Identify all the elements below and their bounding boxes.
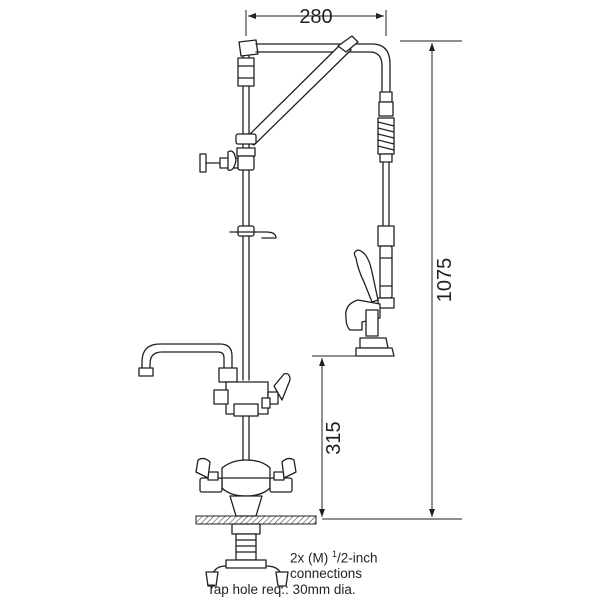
tap-hole-note: Tap hole req.: 30mm dia. <box>207 582 356 597</box>
pre-rinse-hose <box>377 91 395 309</box>
dimension-280-label: 280 <box>299 6 332 28</box>
dimension-315: 315 <box>312 355 372 517</box>
dimension-1075-label: 1075 <box>434 258 456 303</box>
connections-prefix: 2x (M) <box>290 550 332 566</box>
spray-valve-handle <box>345 249 395 357</box>
dimension-1075: 1075 <box>322 40 462 520</box>
vertical-riser <box>199 55 277 381</box>
overhead-arm <box>238 35 391 146</box>
connections-note: 2x (M) 1/2-inch <box>290 546 378 567</box>
mid-valve-body <box>213 372 291 417</box>
counter-top <box>195 515 317 525</box>
lower-riser <box>242 415 250 463</box>
connections-fraction-numerator: 1 <box>332 549 338 559</box>
dimension-280: 280 <box>245 6 387 36</box>
under-counter-connections <box>205 523 289 589</box>
mixing-valve <box>195 457 297 517</box>
connections-suffix: /2-inch <box>337 550 378 566</box>
dimension-315-label: 315 <box>323 421 345 454</box>
connections-note-line2: connections <box>290 566 363 581</box>
swing-spout <box>138 343 238 383</box>
